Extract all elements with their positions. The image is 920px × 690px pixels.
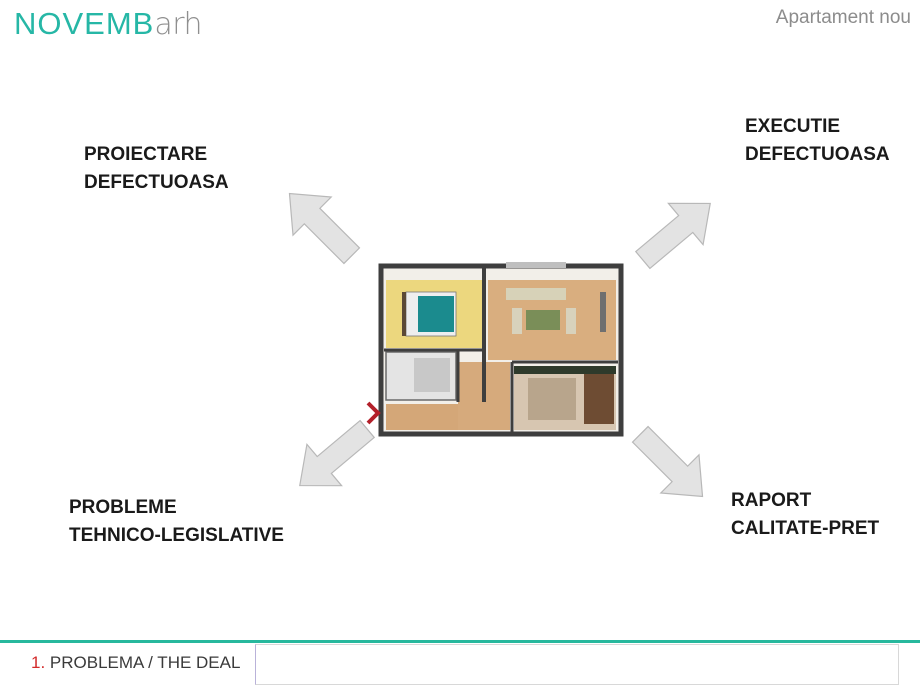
- section-title: PROBLEMA / THE DEAL: [45, 653, 241, 672]
- label-quality-price-ratio: RAPORT CALITATE-PRET: [731, 487, 879, 543]
- label-line: EXECUTIE: [745, 116, 841, 137]
- apartment-floor-plan: [378, 262, 624, 437]
- logo-text-secondary: arh: [154, 7, 203, 42]
- arrow-up-right-icon: [634, 202, 711, 270]
- label-technical-legal-issues: PROBLEME TEHNICO-LEGISLATIVE: [69, 494, 284, 550]
- footer-section-label: 1. PROBLEMA / THE DEAL: [31, 653, 240, 673]
- section-number: 1.: [31, 653, 46, 672]
- label-execution-defects: EXECUTIE DEFECTUOASA: [745, 113, 890, 169]
- arrow-down-left-icon: [299, 419, 376, 487]
- label-line: DEFECTUOASA: [84, 172, 229, 193]
- label-line: DEFECTUOASA: [745, 144, 890, 165]
- footer-divider: [0, 640, 920, 643]
- arrow-down-right-icon: [631, 425, 704, 498]
- footer-panel: [255, 644, 899, 685]
- label-line: TEHNICO-LEGISLATIVE: [69, 525, 284, 546]
- logo-text-primary: NOVEMB: [14, 6, 155, 41]
- label-line: PROIECTARE: [84, 144, 208, 165]
- arrow-up-left-icon: [288, 192, 361, 265]
- chevron-right-icon: [366, 401, 381, 425]
- label-design-defects: PROIECTARE DEFECTUOASA: [84, 141, 229, 197]
- label-line: CALITATE-PRET: [731, 518, 880, 539]
- label-line: RAPORT: [731, 490, 812, 511]
- label-line: PROBLEME: [69, 497, 177, 518]
- page-title: Apartament nou: [775, 7, 911, 28]
